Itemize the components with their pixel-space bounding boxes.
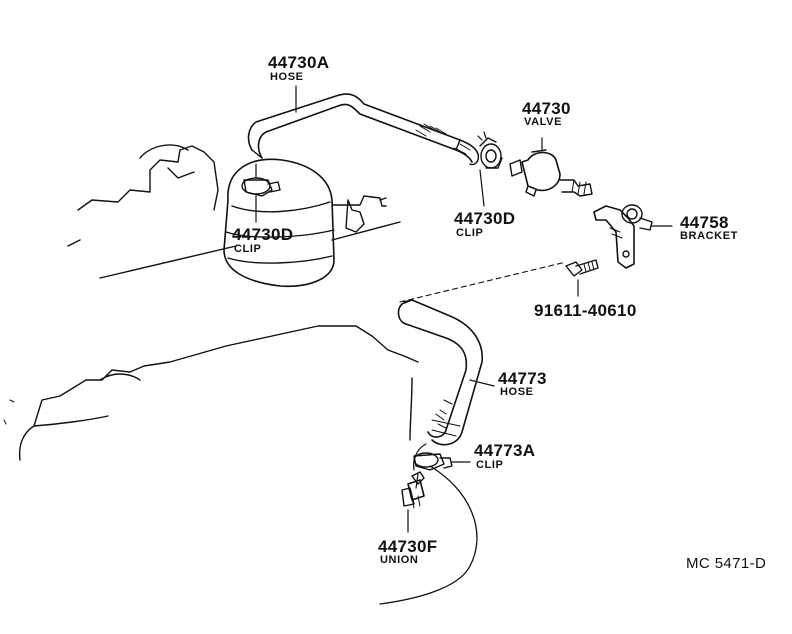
clip-44773A xyxy=(413,452,471,471)
label-91611-40610-number: 91611-40610 xyxy=(534,301,637,320)
bracket-44758 xyxy=(593,204,673,269)
label-44773A-number: 44773A xyxy=(474,441,536,460)
alignment-dashed-line xyxy=(399,261,567,303)
label-44730D-right-name: CLIP xyxy=(456,227,484,239)
clip-44730D-right xyxy=(477,131,503,169)
engine-outline-upper xyxy=(67,144,401,279)
diagram-reference-code: MC 5471-D xyxy=(686,555,767,572)
label-44730D-right-number: 44730D xyxy=(454,209,516,228)
vacuum-line-curve xyxy=(379,465,478,605)
bolt-91611-40610 xyxy=(565,259,599,297)
label-44730A-number: 44730A xyxy=(268,53,330,72)
vacuum-line-stub xyxy=(413,443,427,471)
label-44730D-left-number: 44730D xyxy=(232,225,294,244)
label-44730-number: 44730 xyxy=(522,99,571,118)
label-44773A-name: CLIP xyxy=(476,459,504,471)
valve-44730 xyxy=(509,137,593,197)
leader-lines xyxy=(255,85,485,489)
label-44730F-name: UNION xyxy=(380,554,419,566)
label-44730D-left-name: CLIP xyxy=(234,243,262,255)
brake-booster xyxy=(223,158,387,288)
label-44730A-name: HOSE xyxy=(270,71,304,83)
label-44758-name: BRACKET xyxy=(680,230,738,242)
union-44730F xyxy=(401,471,425,533)
clip-44730D-left xyxy=(241,163,281,197)
engine-outline-lower xyxy=(3,325,419,461)
label-44730F-number: 44730F xyxy=(378,537,438,556)
label-44773-name: HOSE xyxy=(500,386,534,398)
label-44773-number: 44773 xyxy=(498,369,547,388)
hose-44773 xyxy=(397,299,495,446)
hose-44730A xyxy=(247,93,480,166)
label-44758-number: 44758 xyxy=(680,213,729,232)
label-44730-name: VALVE xyxy=(524,116,563,128)
